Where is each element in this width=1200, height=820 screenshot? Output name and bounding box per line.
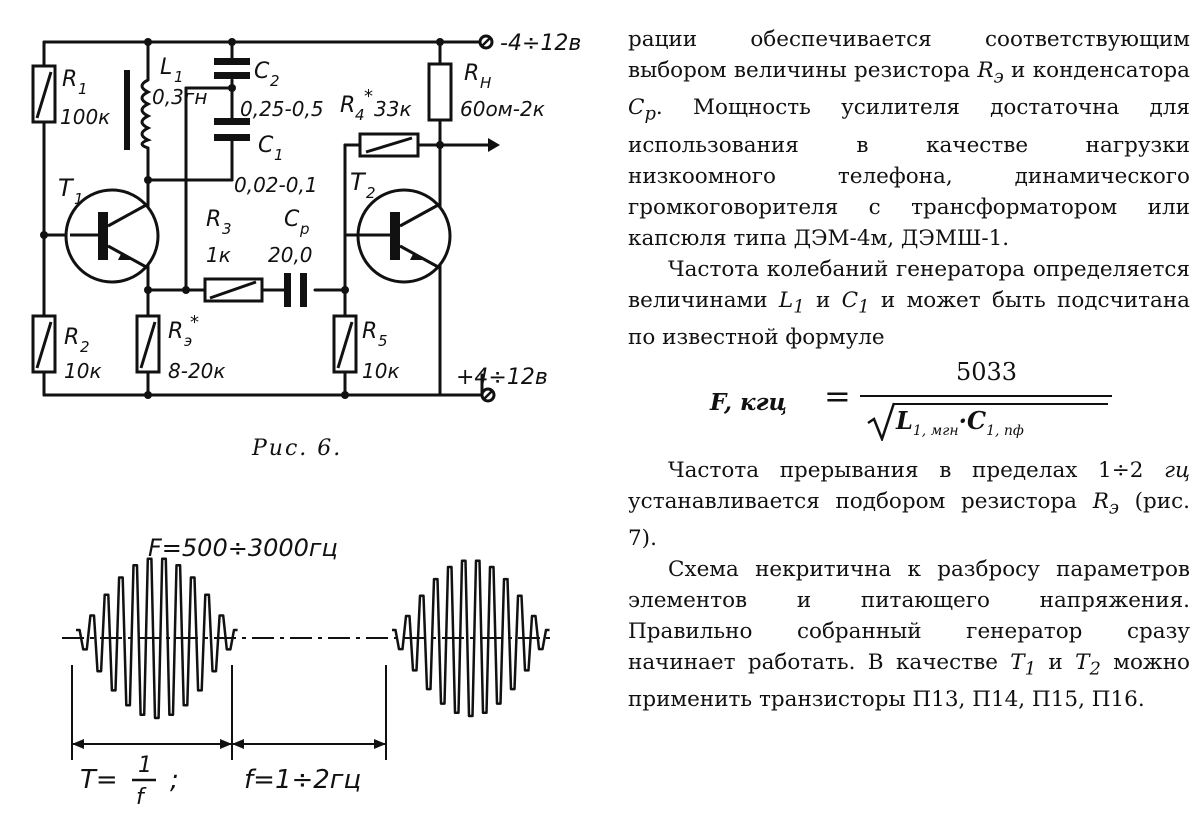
formula-denominator: L1, мгн·C1, пф xyxy=(896,405,1024,439)
supply-top-label: -4÷12в xyxy=(500,31,581,56)
t2-name: T xyxy=(350,168,367,196)
r3-value: 1к xyxy=(206,243,231,267)
t1-name: T xyxy=(58,174,75,202)
formula-fraction-bar xyxy=(860,394,1112,397)
transistor-t2-symbol xyxy=(345,188,452,284)
c1-value: 0,02-0,1 xyxy=(234,173,318,197)
paragraph-1: рации обеспечивается соответствующим выб… xyxy=(628,27,1190,251)
burst-right xyxy=(392,559,550,718)
r5-value: 10к xyxy=(362,359,400,383)
rn-sub: Н xyxy=(480,74,491,92)
burst-left xyxy=(76,557,238,720)
r4-value: 33к xyxy=(374,97,412,121)
re-name: R xyxy=(168,319,183,344)
formula-equals: = xyxy=(824,376,851,415)
burst-trace xyxy=(76,557,238,720)
r5-sub: 5 xyxy=(378,332,388,350)
r1-value: 100к xyxy=(60,105,110,129)
r1-name: R xyxy=(62,67,77,92)
r3-sub: 3 xyxy=(222,220,232,238)
t2-sub: 2 xyxy=(366,184,376,202)
text-column: рации обеспечивается соответствующим выб… xyxy=(628,24,1190,715)
l1-sub: 1 xyxy=(174,68,184,86)
supply-bottom-label: +4÷12в xyxy=(456,365,548,390)
circuit-schematic: -4÷12в +4÷12в R 1 100к L 1 0,3гн C 2 0,2… xyxy=(31,31,581,403)
c1-sub: 1 xyxy=(274,146,284,164)
paragraph-4: Схема некритична к разбросу параметров э… xyxy=(628,557,1190,713)
l1-value: 0,3гн xyxy=(152,85,207,109)
r4-sub: 4 xyxy=(355,106,365,124)
r2-name: R xyxy=(64,325,79,350)
r2-value: 10к xyxy=(64,359,102,383)
re-value: 8-20к xyxy=(168,359,225,383)
period-frac-num: 1 xyxy=(138,753,152,778)
t1-sub: 1 xyxy=(74,190,84,208)
re-star: * xyxy=(190,312,199,333)
r4-name: R xyxy=(340,93,355,118)
period-label-left: T= xyxy=(80,765,118,795)
paragraph-3: Частота прерывания в пределах 1÷2 гц уст… xyxy=(628,457,1191,552)
period-frac-den: f xyxy=(136,785,147,810)
period-label-tail: ; xyxy=(170,765,179,795)
transistor-t1-symbol xyxy=(64,188,160,284)
c1-name: C xyxy=(258,133,274,158)
cp-sub: p xyxy=(299,220,310,238)
r2-sub: 2 xyxy=(80,338,90,356)
r5-name: R xyxy=(362,319,377,344)
freq-label: f=1÷2гц xyxy=(244,765,361,795)
re-sub: э xyxy=(184,332,192,350)
r3-name: R xyxy=(206,207,221,232)
l1-name: L xyxy=(160,55,172,80)
r1-sub: 1 xyxy=(78,80,88,98)
cp-name: C xyxy=(284,207,300,232)
formula-numerator: 5033 xyxy=(956,357,1018,386)
r4-star: * xyxy=(364,86,373,107)
sqrt-sign-icon xyxy=(867,402,896,441)
sqrt-overline xyxy=(894,402,1108,405)
c2-sub: 2 xyxy=(270,72,280,90)
figure-6-caption: Рис. 6. xyxy=(252,436,343,461)
rn-value: 60ом-2к xyxy=(460,97,545,121)
burst-trace xyxy=(392,559,550,718)
c2-value: 0,25-0,5 xyxy=(240,97,324,121)
paragraph-2: Частота колебаний генератора определяетс… xyxy=(628,256,1190,350)
waveform-title: F=500÷3000гц xyxy=(148,534,338,562)
frequency-formula: F, кгц = 5033 L1, мгн·C1, пф xyxy=(628,357,1190,451)
formula-lhs: F, кгц xyxy=(710,388,788,416)
rn-name: R xyxy=(464,61,479,86)
c2-name: C xyxy=(254,59,270,84)
waveform-diagram: F=500÷3000гц T= 1 f ; f=1÷2гц xyxy=(62,534,550,810)
cp-value: 20,0 xyxy=(268,243,313,267)
